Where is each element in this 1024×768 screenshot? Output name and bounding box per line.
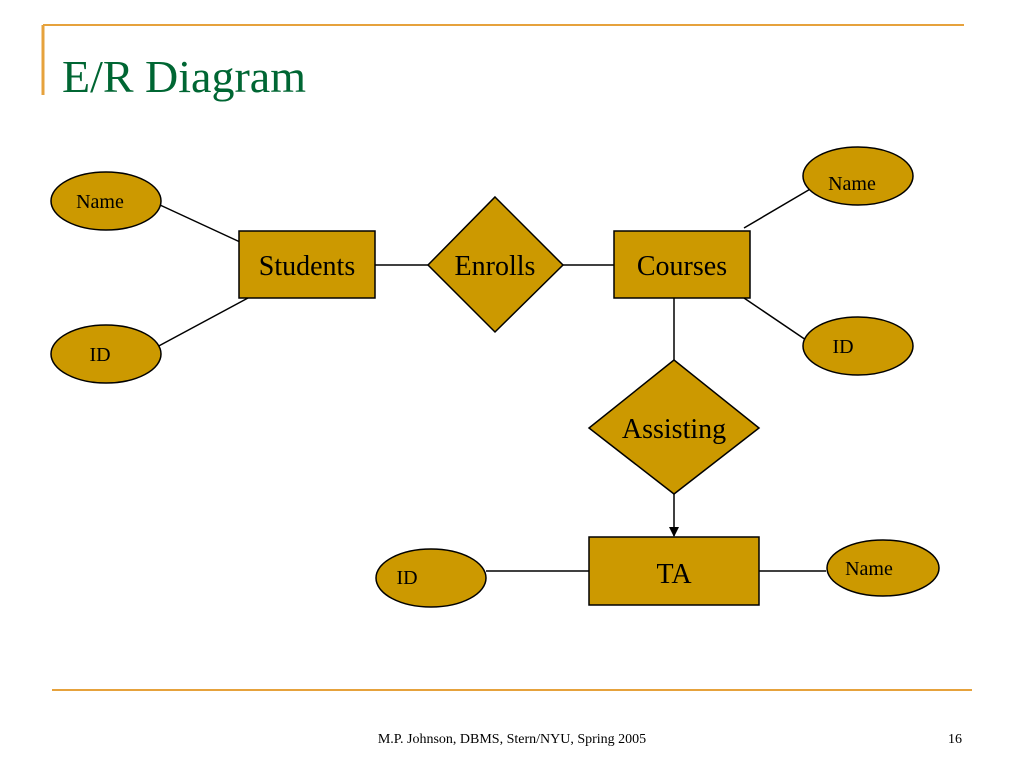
entity-students-label: Students: [259, 251, 355, 282]
edge-students-id: [154, 297, 249, 349]
attribute-students-name-label: Name: [76, 191, 124, 213]
attribute-students-name-oval: [50, 171, 162, 231]
attribute-ta-id-label: ID: [396, 567, 417, 589]
attribute-courses-id-oval: [802, 316, 914, 376]
relationship-enrolls-label: Enrolls: [455, 251, 536, 282]
relationship-assisting-diamond: [587, 359, 761, 495]
footer-citation: M.P. Johnson, DBMS, Stern/NYU, Spring 20…: [378, 732, 646, 747]
relationship-enrolls-diamond: [426, 195, 565, 334]
attribute-students-id: ID: [50, 324, 162, 384]
relationship-enrolls: Enrolls: [426, 195, 565, 334]
attribute-courses-name-label: Name: [828, 173, 876, 195]
attribute-students-name: Name: [50, 171, 162, 231]
attribute-courses-name-oval: [802, 146, 914, 206]
attribute-ta-name-oval: [826, 539, 940, 597]
edge-courses-name: [743, 187, 813, 229]
entity-ta-box: [588, 536, 760, 606]
attribute-ta-id: ID: [375, 548, 487, 608]
slide-page-number: 16: [948, 732, 962, 747]
attribute-courses-name: Name: [802, 146, 914, 206]
entity-courses-box: [613, 230, 751, 299]
edge-students-name: [159, 204, 241, 243]
entity-courses: Courses: [613, 230, 751, 299]
slide-title: E/R Diagram: [62, 51, 306, 102]
entity-students-box: [238, 230, 376, 299]
attribute-courses-id-label: ID: [832, 336, 853, 358]
attribute-students-id-label: ID: [89, 344, 110, 366]
relationship-assisting-label: Assisting: [622, 414, 726, 445]
relationship-assisting: Assisting: [587, 359, 761, 495]
entity-ta-label: TA: [656, 559, 692, 590]
attribute-courses-id: ID: [802, 316, 914, 376]
edge-courses-id: [743, 297, 807, 341]
attribute-ta-name-label: Name: [845, 558, 893, 580]
entity-students: Students: [238, 230, 376, 299]
attribute-ta-name: Name: [826, 539, 940, 597]
attribute-students-id-oval: [50, 324, 162, 384]
attribute-ta-id-oval: [375, 548, 487, 608]
entity-ta: TA: [588, 536, 760, 606]
entity-courses-label: Courses: [637, 251, 727, 282]
